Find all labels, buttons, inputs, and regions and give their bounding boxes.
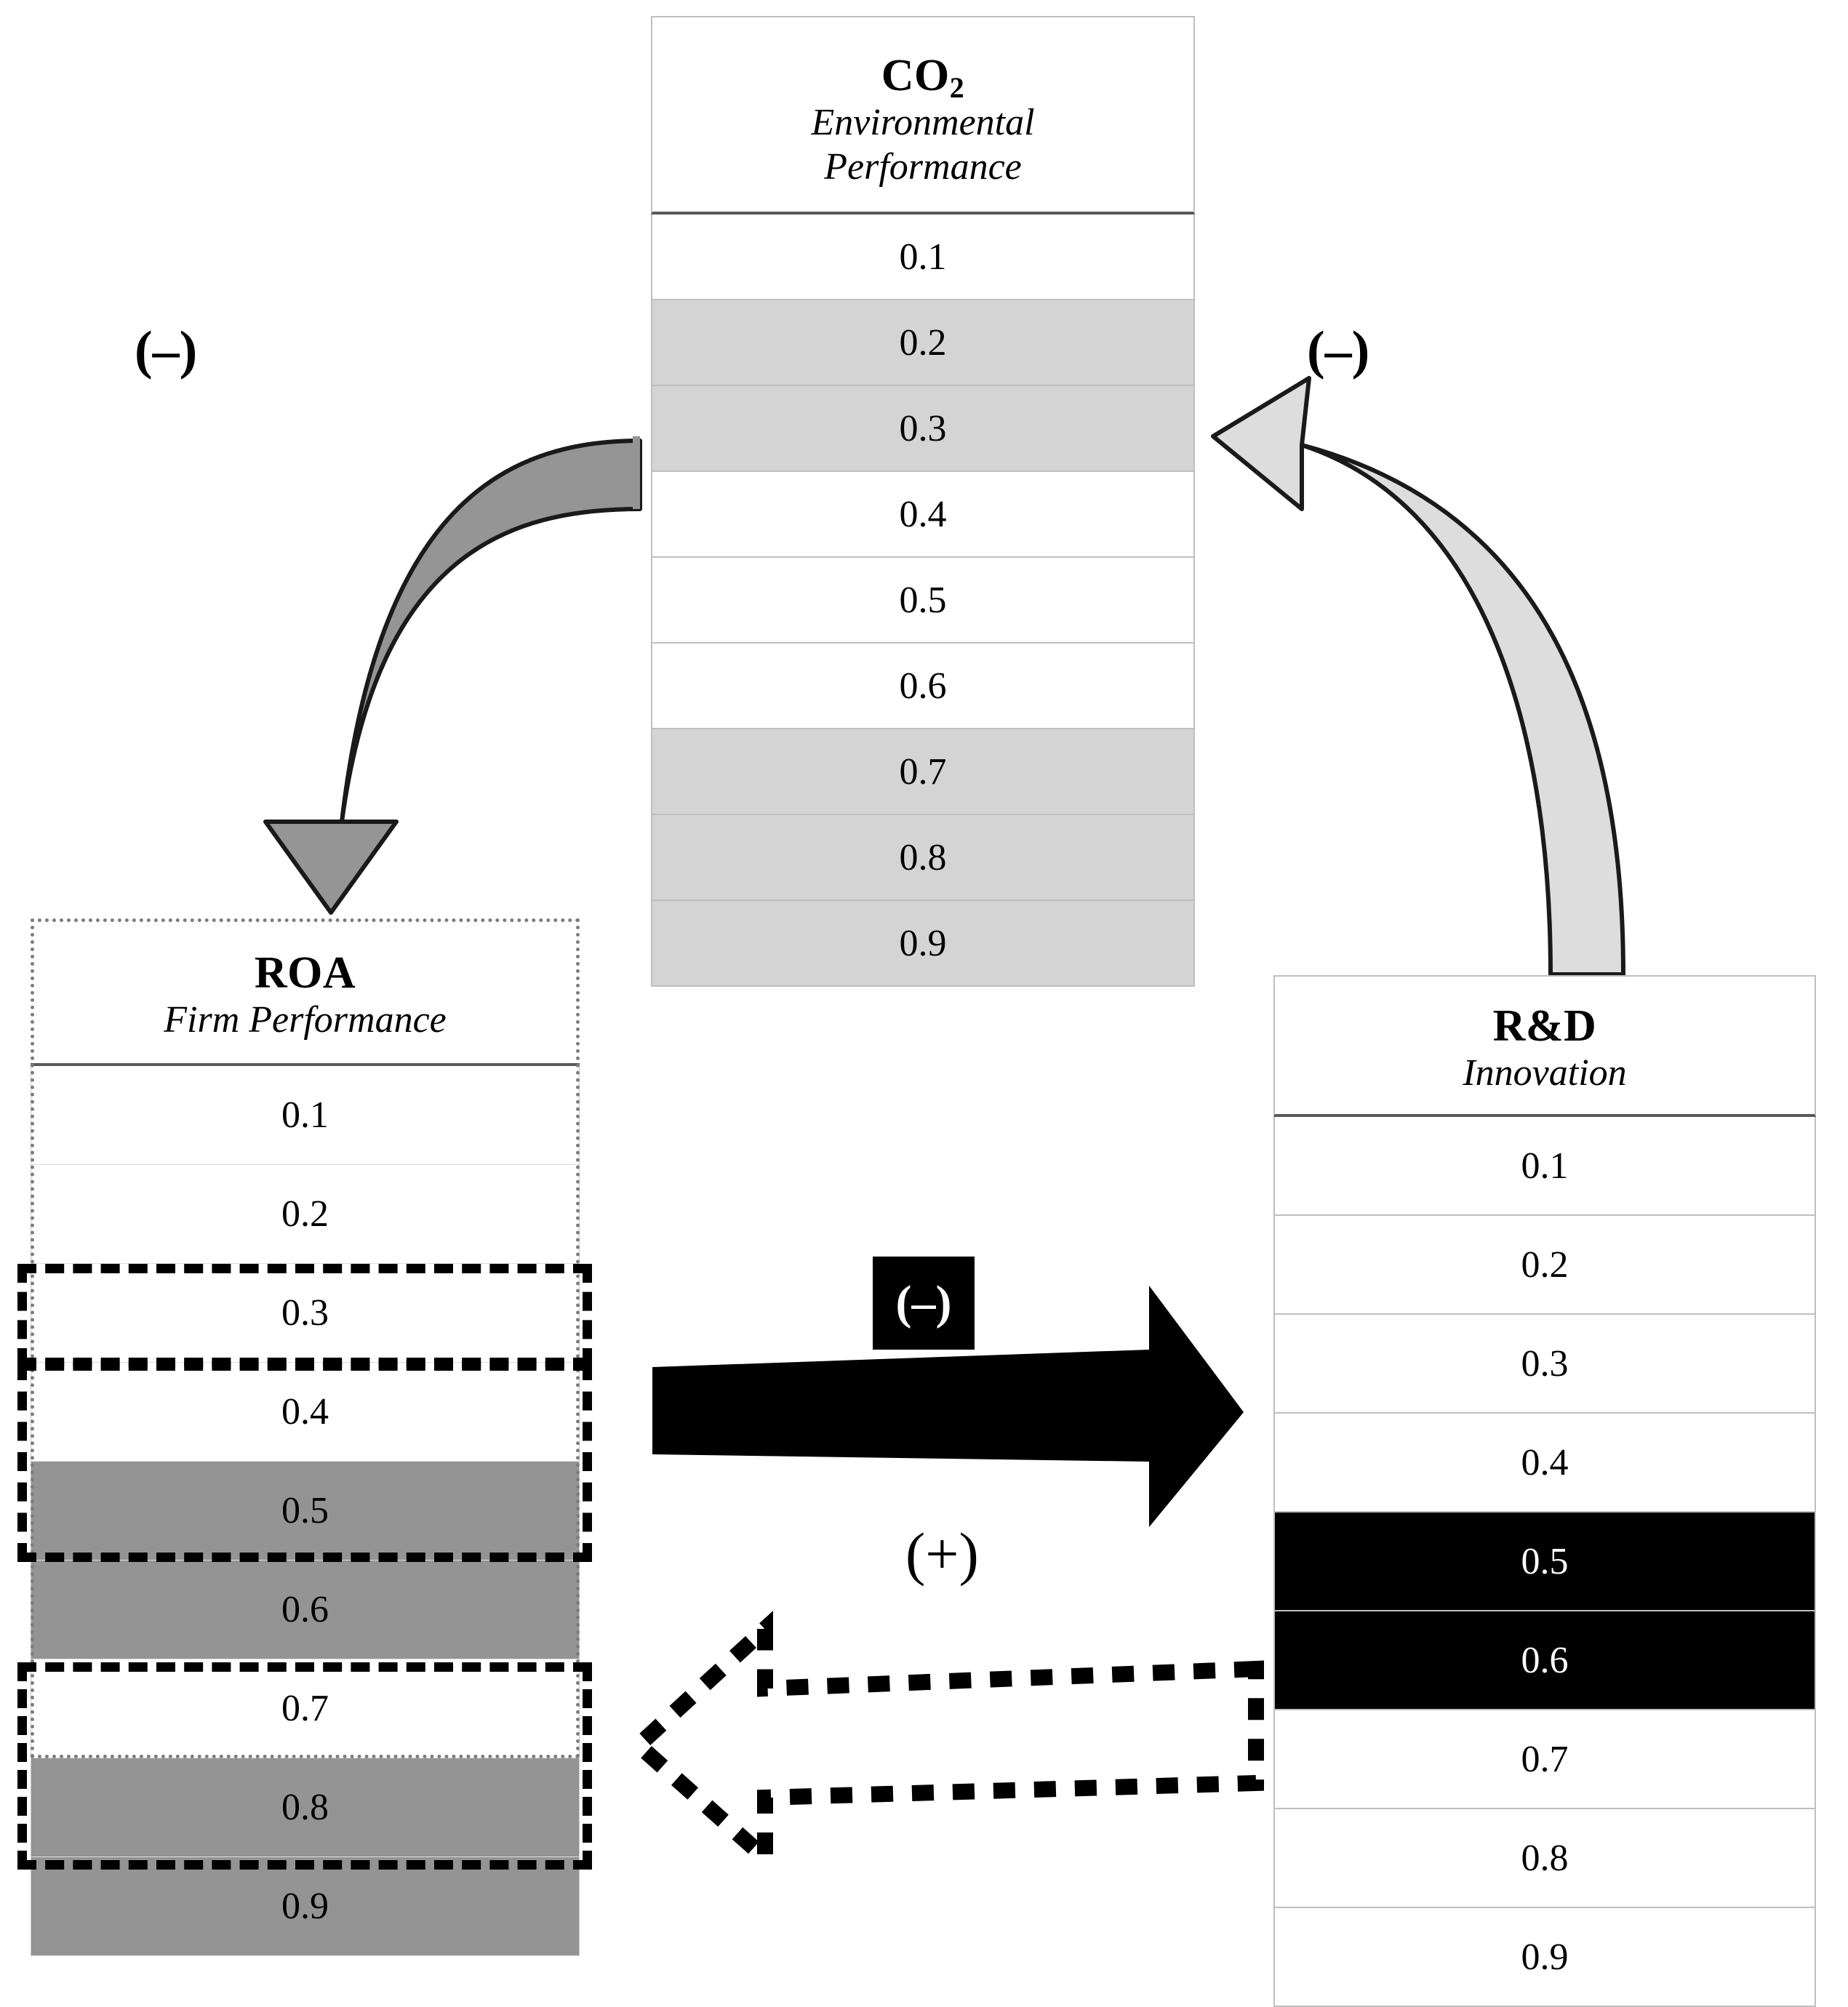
rnd-row: 0.7 <box>1273 1710 1816 1809</box>
rnd-row: 0.3 <box>1273 1315 1816 1414</box>
rnd-row: 0.5 <box>1273 1513 1816 1611</box>
edge-sign-rnd-to-roa: (+) <box>905 1521 979 1587</box>
co2-title: CO2 <box>881 51 965 105</box>
rnd-row: 0.4 <box>1273 1414 1816 1513</box>
roa-row: 0.6 <box>31 1561 580 1659</box>
roa-title: ROA <box>254 948 356 998</box>
roa-header: ROA Firm Performance <box>31 918 580 1066</box>
co2-row: 0.3 <box>651 386 1195 472</box>
roa-row: 0.3 <box>31 1264 580 1363</box>
roa-row: 0.2 <box>31 1165 580 1264</box>
co2-row: 0.6 <box>651 644 1195 729</box>
rnd-row: 0.8 <box>1273 1809 1816 1908</box>
diagram-canvas: (–) (–) (–) (+) CO2 Environmental Perfor… <box>17 16 1816 2007</box>
roa-row: 0.1 <box>31 1066 580 1165</box>
co2-row: 0.9 <box>651 901 1195 987</box>
roa-row: 0.5 <box>31 1462 580 1561</box>
co2-row: 0.8 <box>651 815 1195 901</box>
co2-row: 0.2 <box>651 300 1195 386</box>
arrow-co2-to-roa <box>549 390 639 436</box>
roa-subtitle: Firm Performance <box>164 998 447 1041</box>
node-rnd-table: R&D Innovation 0.1 0.2 0.3 0.4 0.5 0.6 0… <box>1273 975 1816 2007</box>
co2-title-subscript: 2 <box>949 71 965 105</box>
node-co2-table: CO2 Environmental Performance 0.1 0.2 0.… <box>651 16 1195 987</box>
edge-sign-co2-to-roa: (–) <box>135 321 198 380</box>
arrow-rnd-to-co2 <box>1211 376 1625 977</box>
arrow-roa-to-rnd <box>652 1286 1244 1527</box>
co2-subtitle-line2: Performance <box>824 146 1022 188</box>
rnd-header: R&D Innovation <box>1273 975 1816 1117</box>
roa-row: 0.4 <box>31 1363 580 1462</box>
co2-row: 0.5 <box>651 558 1195 644</box>
co2-row: 0.4 <box>651 472 1195 558</box>
co2-row: 0.1 <box>651 215 1195 300</box>
edge-sign-rnd-to-co2: (–) <box>1307 321 1370 380</box>
node-roa-table: ROA Firm Performance 0.1 0.2 0.3 0.4 0.5… <box>31 918 580 1956</box>
rnd-title: R&D <box>1492 1001 1597 1051</box>
roa-row: 0.9 <box>31 1857 580 1956</box>
roa-row: 0.8 <box>31 1758 580 1857</box>
arrow-co2-to-roa-stub <box>633 436 640 509</box>
roa-row: 0.7 <box>31 1659 580 1758</box>
rnd-row: 0.9 <box>1273 1908 1816 2007</box>
arrow-layer <box>263 376 1625 1876</box>
edge-sign-roa-to-rnd: (–) <box>895 1276 952 1329</box>
rnd-subtitle: Innovation <box>1463 1051 1627 1094</box>
edge-sign-roa-to-rnd-box: (–) <box>873 1257 975 1350</box>
arrow-co2-to-roa-body <box>263 438 642 915</box>
co2-header: CO2 Environmental Performance <box>651 16 1195 215</box>
rnd-row: 0.2 <box>1273 1216 1816 1315</box>
rnd-row: 0.1 <box>1273 1117 1816 1216</box>
co2-row: 0.7 <box>651 729 1195 815</box>
rnd-row: 0.6 <box>1273 1611 1816 1710</box>
co2-subtitle-line1: Environmental <box>811 102 1035 143</box>
arrow-rnd-to-roa <box>626 1610 1264 1876</box>
